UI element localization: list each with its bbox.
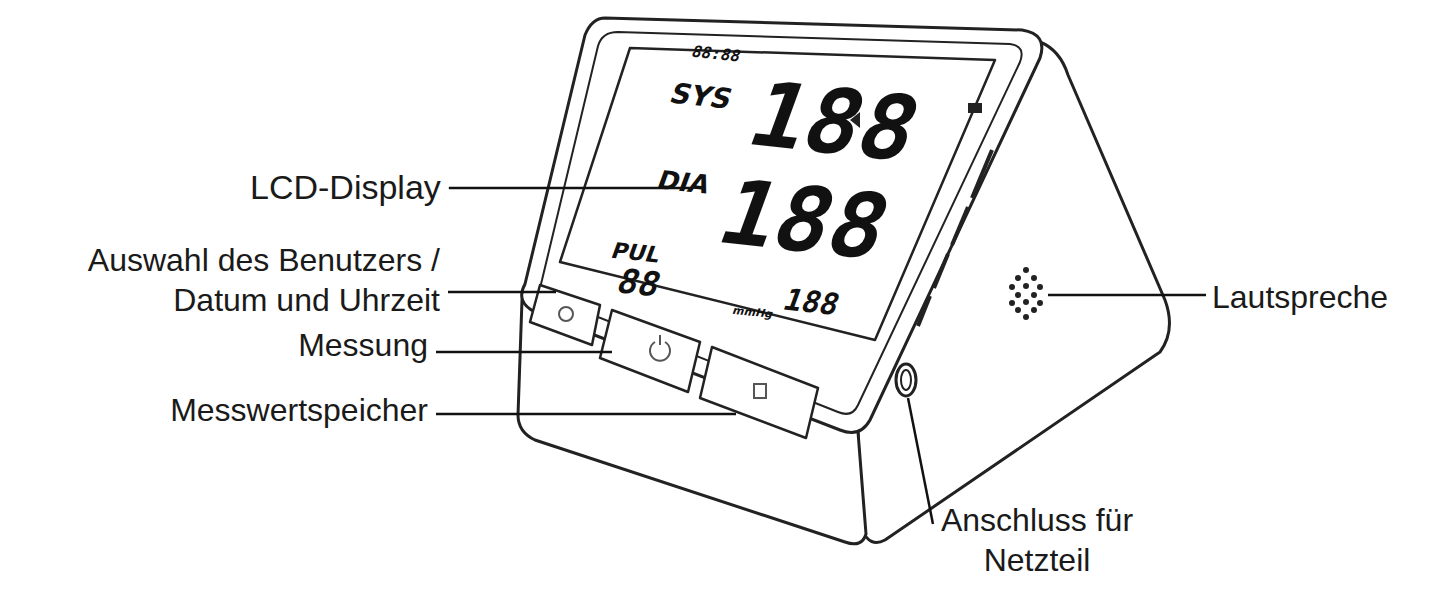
callout-label: Messung: [268, 325, 428, 365]
lcd-sys-label: SYS: [666, 80, 736, 113]
panel-rim: [541, 32, 1022, 414]
power-port-inner: [901, 370, 911, 390]
speaker-hole: [1031, 275, 1037, 281]
speaker-grille: [1009, 267, 1043, 320]
leader-line: [436, 413, 736, 416]
speaker-hole: [1009, 284, 1015, 290]
lcd-clock: 88:88: [689, 44, 743, 65]
speaker-hole: [1037, 300, 1043, 306]
leader-line: [448, 291, 556, 294]
memory-button: [700, 347, 818, 438]
speaker-hole: [1037, 284, 1043, 290]
housing-top: [522, 18, 1042, 432]
speaker-hole: [1023, 299, 1029, 305]
lcd-dia-digits: 188: [708, 168, 901, 272]
lcd-window: [560, 48, 995, 340]
battery-icon: [968, 103, 982, 113]
callout-label: LCD-Display: [250, 166, 490, 209]
lcd-dia-label: DIA: [654, 167, 714, 198]
memory-icon: [754, 384, 766, 398]
lcd-bar-graph: [918, 150, 992, 326]
callout-label: Auswahl des Benutzers / Datum und Uhrzei…: [8, 240, 440, 320]
leader-line: [1048, 294, 1206, 297]
speaker-hole: [1015, 292, 1021, 298]
speaker-hole: [1015, 307, 1021, 313]
callout-label: Messwertspeicher: [118, 390, 428, 430]
leader-line: [908, 398, 933, 524]
speaker-hole: [1009, 300, 1015, 306]
speaker-hole: [1031, 307, 1037, 313]
measure-button: [600, 310, 700, 392]
leader-line: [436, 351, 612, 354]
power-port: [896, 364, 916, 396]
callout-label: Lautspreche: [1212, 277, 1422, 317]
callout-label: Anschluss für Netzteil: [922, 500, 1152, 580]
user-icon: [559, 307, 573, 321]
speaker-hole: [1023, 314, 1029, 320]
speaker-hole: [1015, 275, 1021, 281]
user-button: [530, 285, 600, 345]
lcd-pul-label: PUL: [608, 240, 664, 266]
lcd-heart-digits: 188: [779, 285, 843, 320]
speaker-hole: [1031, 292, 1037, 298]
power-icon: [650, 335, 670, 361]
speaker-hole: [1023, 267, 1029, 273]
lcd-sys-digits: 188: [738, 70, 931, 174]
speaker-hole: [1023, 283, 1029, 289]
